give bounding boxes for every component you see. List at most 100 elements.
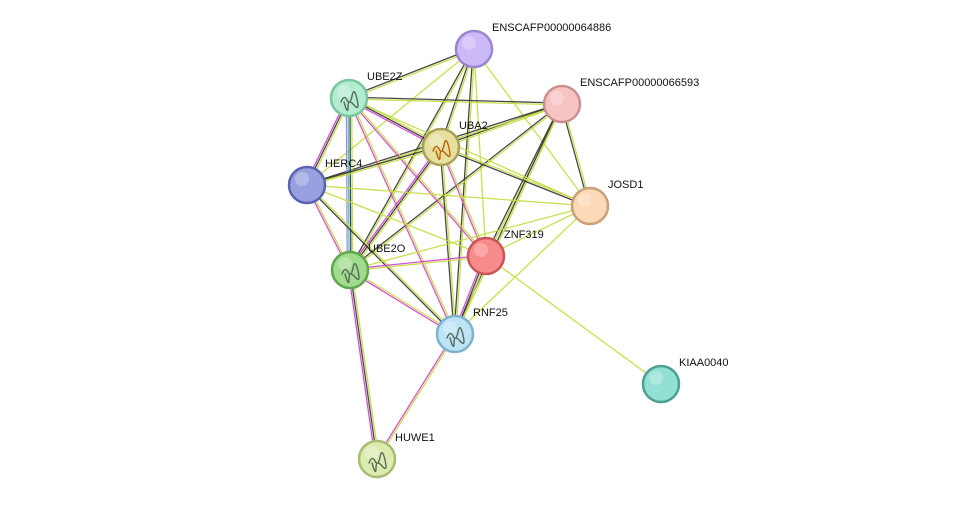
node-highlight: [550, 91, 564, 105]
edge-JOSD1-RNF25[interactable]: [454, 205, 591, 335]
node-circle[interactable]: [421, 127, 461, 167]
edge-line-textmining: [349, 205, 591, 271]
edge-line-coexpression: [349, 269, 378, 460]
edge-UBA2-HERC4[interactable]: [306, 145, 442, 187]
node-circle[interactable]: [330, 250, 370, 290]
edge-line-experiments: [347, 98, 455, 335]
node-label: UBE2O: [368, 243, 406, 255]
edge-ENSCAFP00000064886-UBE2Z[interactable]: [348, 47, 475, 100]
node-highlight: [295, 172, 309, 186]
edge-ZNF319-KIAA0040[interactable]: [485, 255, 662, 385]
node-circle[interactable]: [329, 78, 369, 118]
edge-HERC4-ZNF319[interactable]: [306, 184, 487, 257]
edge-line-coexpression: [349, 146, 442, 271]
node-layer: ENSCAFP00000064886ENSCAFP00000066593UBE2…: [287, 22, 729, 479]
edge-line-textmining: [306, 184, 591, 207]
node-highlight: [578, 193, 592, 207]
node-ube2o[interactable]: UBE2O: [330, 243, 406, 290]
node-uba2[interactable]: UBA2: [421, 120, 488, 167]
edge-ZNF319-UBE2O[interactable]: [349, 254, 487, 272]
edge-line-textmining: [473, 48, 487, 257]
edge-line-textmining: [351, 269, 380, 459]
node-znf319[interactable]: ZNF319: [466, 229, 544, 276]
edge-UBA2-JOSD1[interactable]: [440, 145, 591, 208]
edge-line-textmining: [350, 147, 443, 272]
edge-line-textmining: [348, 98, 562, 106]
edge-line-textmining: [441, 145, 591, 206]
node-label: HERC4: [325, 158, 362, 170]
node-kiaa0040[interactable]: KIAA0040: [641, 357, 729, 404]
node-circle[interactable]: [357, 439, 397, 479]
node-circle[interactable]: [570, 186, 610, 226]
edge-line-textmining: [350, 256, 487, 272]
edge-UBA2-UBE2O[interactable]: [348, 145, 443, 272]
node-circle[interactable]: [641, 364, 681, 404]
edge-ENSCAFP00000064886-UBE2O[interactable]: [348, 48, 476, 271]
edge-UBE2O-RNF25[interactable]: [349, 268, 456, 336]
edge-ENSCAFP00000064886-ZNF319[interactable]: [473, 48, 487, 257]
edge-line-textmining: [350, 268, 456, 334]
edge-line-textmining: [441, 104, 563, 149]
edge-line-coexpression: [440, 147, 590, 208]
edge-line-textmining: [350, 49, 476, 271]
edge-UBA2-ZNF319[interactable]: [439, 146, 488, 257]
node-josd1[interactable]: JOSD1: [570, 179, 643, 226]
edge-layer: [304, 47, 662, 460]
edge-line-textmining: [455, 104, 564, 335]
node-huwe1[interactable]: HUWE1: [357, 432, 435, 479]
edge-line-coexpression: [306, 145, 441, 185]
node-circle[interactable]: [435, 314, 475, 354]
edge-UBE2O-HUWE1[interactable]: [347, 269, 380, 460]
edge-line-database: [347, 98, 350, 271]
edge-line-experiments: [349, 254, 486, 270]
node-circle[interactable]: [542, 84, 582, 124]
protein-structure-icon: [446, 327, 465, 348]
edge-line-textmining: [349, 49, 475, 100]
protein-structure-icon: [340, 91, 359, 112]
edge-line-textmining: [307, 183, 457, 334]
edge-HERC4-JOSD1[interactable]: [306, 184, 591, 207]
edge-UBE2Z-RNF25[interactable]: [347, 97, 457, 335]
node-circle[interactable]: [287, 165, 327, 205]
node-enscafp00000064886[interactable]: ENSCAFP00000064886: [454, 22, 611, 69]
edge-line-coexpression: [453, 48, 474, 334]
node-label: UBE2Z: [367, 71, 403, 83]
edge-UBE2Z-JOSD1[interactable]: [348, 97, 591, 207]
edge-line-textmining: [377, 334, 457, 460]
node-label: RNF25: [473, 307, 508, 319]
node-rnf25[interactable]: RNF25: [435, 307, 508, 354]
protein-structure-icon: [368, 452, 387, 473]
edge-line-homology: [345, 98, 348, 271]
protein-structure-icon: [432, 140, 451, 161]
edge-line-coexpression: [349, 96, 563, 104]
edge-line-textmining: [473, 48, 591, 207]
protein-structure-icon: [341, 263, 360, 284]
node-ube2z[interactable]: UBE2Z: [329, 71, 403, 118]
edge-ENSCAFP00000064886-JOSD1[interactable]: [473, 48, 591, 207]
node-highlight: [462, 36, 476, 50]
node-circle[interactable]: [466, 236, 506, 276]
edge-line-coexpression: [349, 97, 352, 270]
edge-UBE2Z-UBE2O[interactable]: [345, 97, 354, 271]
node-highlight: [429, 134, 443, 148]
edge-ENSCAFP00000064886-RNF25[interactable]: [453, 48, 476, 335]
node-herc4[interactable]: HERC4: [287, 158, 362, 205]
node-label: UBA2: [459, 120, 488, 132]
node-highlight: [338, 257, 352, 271]
edge-RNF25-HUWE1[interactable]: [375, 333, 457, 460]
node-label: HUWE1: [395, 432, 435, 444]
edge-ENSCAFP00000066593-UBE2Z[interactable]: [348, 96, 563, 106]
edge-line-experiments: [348, 145, 441, 270]
edge-line-textmining: [441, 146, 457, 334]
edge-line-textmining: [349, 97, 457, 334]
edge-line-textmining: [441, 146, 488, 256]
node-enscafp00000066593[interactable]: ENSCAFP00000066593: [542, 77, 699, 124]
node-circle[interactable]: [454, 29, 494, 69]
node-highlight: [443, 321, 457, 335]
node-highlight: [474, 243, 488, 257]
edge-JOSD1-UBE2O[interactable]: [349, 205, 591, 271]
edge-line-textmining: [349, 96, 488, 256]
node-highlight: [365, 446, 379, 460]
edge-HERC4-RNF25[interactable]: [305, 183, 457, 336]
